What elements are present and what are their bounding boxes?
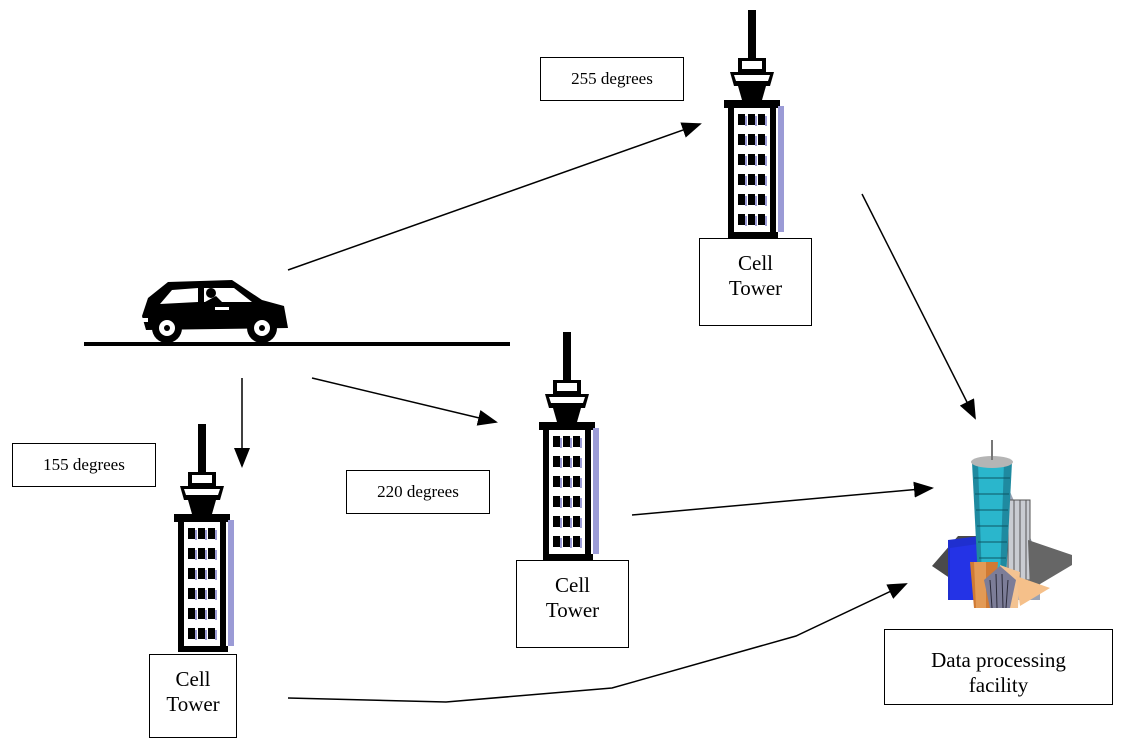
bearing-label-220: 220 degrees xyxy=(346,470,490,514)
arrow-car-to-top-tower xyxy=(287,122,702,271)
arrow-middle-tower-to-facility xyxy=(631,481,934,516)
facility-line2: facility xyxy=(968,673,1029,697)
cell-tower-top-line1: Cell xyxy=(738,251,773,275)
cell-tower-middle-line2: Tower xyxy=(545,598,600,622)
cell-tower-label-top: Cell Tower xyxy=(699,238,812,326)
bearing-text-155: 155 degrees xyxy=(43,455,125,474)
data-processing-facility-label: Data processing facility xyxy=(884,629,1113,705)
cell-tower-label-bottom: Cell Tower xyxy=(149,654,237,738)
cell-tower-bottom-line2: Tower xyxy=(166,692,220,716)
cell-tower-top-line2: Tower xyxy=(728,276,783,300)
cell-tower-bottom-line1: Cell xyxy=(175,667,211,691)
cell-tower-icon-top xyxy=(724,10,784,238)
facility-line1: Data processing xyxy=(931,648,1066,672)
city-buildings-icon xyxy=(932,440,1072,609)
bearing-text-220: 220 degrees xyxy=(377,482,459,501)
bearing-text-255: 255 degrees xyxy=(571,69,653,88)
arrow-top-tower-to-facility xyxy=(861,193,976,420)
cell-tower-label-middle: Cell Tower xyxy=(516,560,629,648)
bearing-label-155: 155 degrees xyxy=(12,443,156,487)
cell-tower-middle-line1: Cell xyxy=(555,573,590,597)
arrow-bottom-tower-to-facility xyxy=(287,583,908,703)
arrow-car-to-middle-tower xyxy=(311,377,498,426)
bearing-label-255: 255 degrees xyxy=(540,57,684,101)
cell-tower-icon-middle xyxy=(539,332,599,560)
car-icon xyxy=(140,280,288,343)
cell-tower-icon-bottom xyxy=(174,424,234,652)
